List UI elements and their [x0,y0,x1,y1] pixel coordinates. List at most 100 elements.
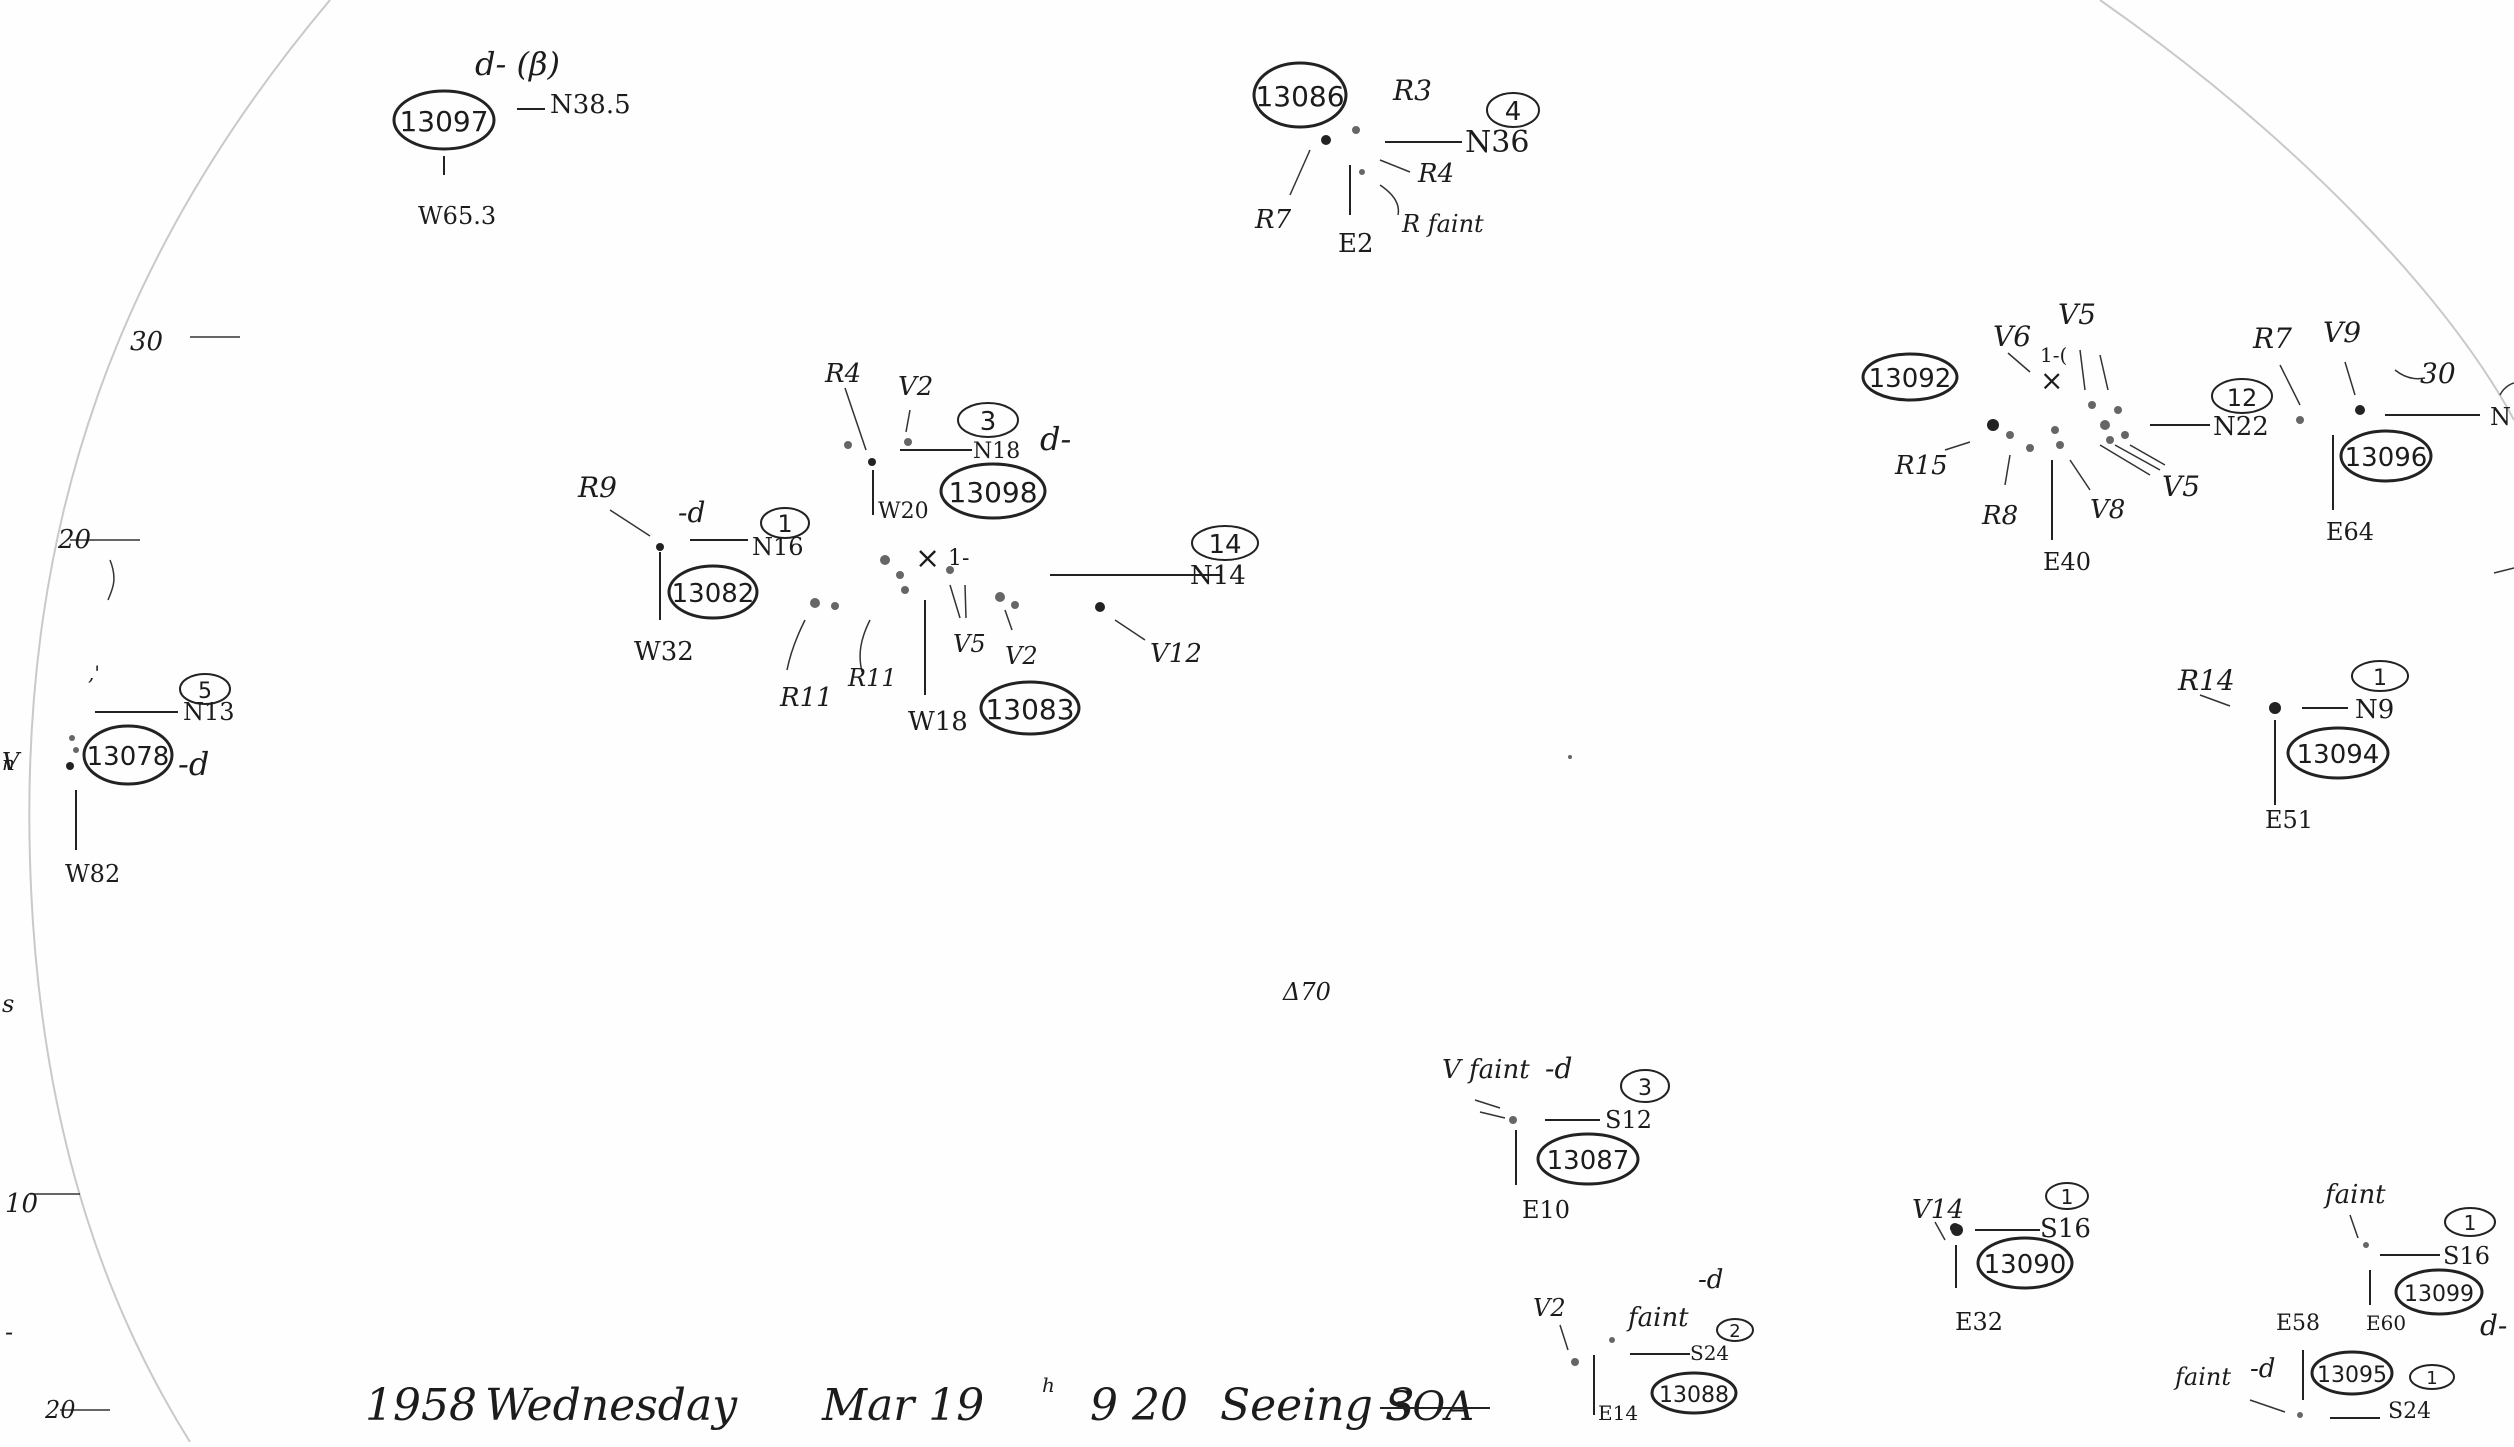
svg-text:-: - [5,1318,13,1346]
svg-text:d-: d- [2480,1309,2507,1342]
svg-text:faint: faint [2173,1363,2231,1391]
svg-text:-d: -d [678,496,705,529]
svg-text:-d: -d [1698,1265,1723,1295]
svg-text:W18: W18 [908,707,968,737]
svg-text:N38.5: N38.5 [550,90,631,120]
svg-text:N: N [2490,403,2511,431]
svg-text:13083: 13083 [985,693,1074,726]
svg-text:V8: V8 [2090,495,2125,525]
group-13099: faint 1 S16 13099 d- E58 E60 [2276,1180,2507,1342]
group-13096: R7 V9 30 N 13096 E64 [2252,316,2514,574]
svg-text:V: V [2,748,22,776]
svg-text:V9: V9 [2323,316,2361,349]
svg-text:N9: N9 [2355,695,2394,725]
svg-text:S16: S16 [2040,1214,2091,1244]
svg-text:faint: faint [1626,1303,1689,1333]
svg-text:20: 20 [57,525,91,555]
group-13088: V2 faint -d 2 S24 E14 13088 [1533,1265,1754,1425]
svg-text:1-(: 1-( [2040,343,2067,367]
svg-text:13099: 13099 [2404,1282,2474,1307]
group-13083: × 1- R11 R11 W18 V5 V2 13083 14 N14 V12 [779,525,1259,737]
svg-text:13088: 13088 [1659,1383,1729,1408]
svg-text:E10: E10 [1522,1196,1570,1224]
svg-text:V2: V2 [1005,642,1038,670]
svg-text:V2: V2 [1533,1294,1566,1322]
svg-text:E60: E60 [2366,1311,2406,1335]
svg-text:×: × [915,541,940,576]
svg-text:W65.3: W65.3 [418,202,496,230]
svg-text:R8: R8 [1981,501,2018,531]
svg-text:13082: 13082 [672,579,755,609]
group-13098: R4 V2 3 N18 d- W20 13098 [824,359,1071,524]
svg-text:R15: R15 [1894,451,1948,481]
solar-limb-arc [28,0,331,1443]
svg-text:n: n [2,751,15,775]
svg-text:3: 3 [980,407,997,437]
svg-text:4: 4 [1505,97,1522,127]
svg-text:10: 10 [5,1189,38,1219]
svg-text:E51: E51 [2265,806,2313,834]
svg-text:-d: -d [1545,1052,1572,1085]
svg-text:13096: 13096 [2345,443,2428,473]
svg-text:×: × [2040,364,2063,397]
svg-text:R7: R7 [2252,322,2292,355]
svg-text:V faint: V faint [1442,1055,1530,1085]
svg-text:E40: E40 [2043,548,2091,576]
footer-date: Mar 19 [821,1380,984,1431]
svg-text:N36: N36 [1465,125,1529,160]
svg-text:d-: d- [1040,420,1071,458]
svg-text:S12: S12 [1605,1106,1652,1134]
group-13094: R14 1 N9 13094 E51 [2177,660,2409,834]
group-13086: 13086 R3 4 N36 R4 R7 E2 R faint [1252,61,1540,259]
svg-text:13097: 13097 [399,105,488,138]
svg-text:12: 12 [2227,384,2258,412]
svg-text:13078: 13078 [87,742,170,772]
group-13097: d- (β) 13097 N38.5 W65.3 [392,45,631,230]
svg-text:R14: R14 [2177,664,2235,697]
limb-ticks: 30 20 10 20 V s - [2,327,240,1424]
svg-text:N13: N13 [183,698,235,726]
svg-text:14: 14 [1208,530,1241,560]
svg-text:V2: V2 [898,372,933,402]
footer-seeing: Seeing 3 [1220,1380,1415,1431]
svg-text:E14: E14 [1598,1401,1638,1425]
svg-text:2: 2 [1729,1321,1740,1342]
svg-text:13098: 13098 [948,476,1037,509]
group-13087: V faint -d 3 S12 13087 E10 [1442,1052,1670,1224]
svg-text:1: 1 [2061,1185,2074,1209]
svg-text:E64: E64 [2326,518,2374,546]
group-13090: V14 1 S16 13090 E32 [1912,1182,2091,1336]
svg-text:N22: N22 [2213,412,2269,442]
group-13092: 13092 V6 V5 × 1-( 12 N22 R15 R8 E40 V8 V… [1861,298,2273,576]
svg-text:13087: 13087 [1547,1146,1630,1176]
svg-text:V14: V14 [1912,1195,1964,1225]
svg-text:S16: S16 [2443,1242,2490,1270]
svg-text:S24: S24 [2388,1399,2431,1424]
svg-text:20: 20 [44,1396,76,1424]
svg-text:1: 1 [777,510,792,538]
svg-text:1-: 1- [948,546,969,571]
footer-weekday: Wednesday [485,1380,738,1431]
svg-text:d- (β): d- (β) [475,45,560,83]
solar-limb-arc-right [2099,0,2514,421]
svg-text:13090: 13090 [1984,1250,2067,1280]
svg-text:E58: E58 [2276,1311,2320,1336]
svg-text:30: 30 [2420,357,2456,390]
svg-text:13095: 13095 [2317,1363,2387,1388]
svg-text:E2: E2 [1338,229,1374,259]
svg-text:R11: R11 [779,683,833,713]
svg-text:N14: N14 [1190,561,1246,591]
group-13082: R9 -d 1 N16 13082 W32 [577,471,810,667]
footer-observation-note: 1958 Wednesday Mar 19 h 9 20 Seeing 3 SO… [365,1373,1490,1431]
svg-text:R4: R4 [824,359,861,389]
svg-text:30: 30 [130,327,163,357]
svg-text:faint: faint [2323,1180,2386,1210]
svg-text:E32: E32 [1955,1308,2003,1336]
svg-text:V5: V5 [2162,470,2200,503]
svg-text:R7: R7 [1254,205,1292,235]
svg-text:1: 1 [2464,1211,2477,1235]
svg-text:W20: W20 [878,499,929,524]
footer-time: 9 20 [1090,1380,1188,1431]
